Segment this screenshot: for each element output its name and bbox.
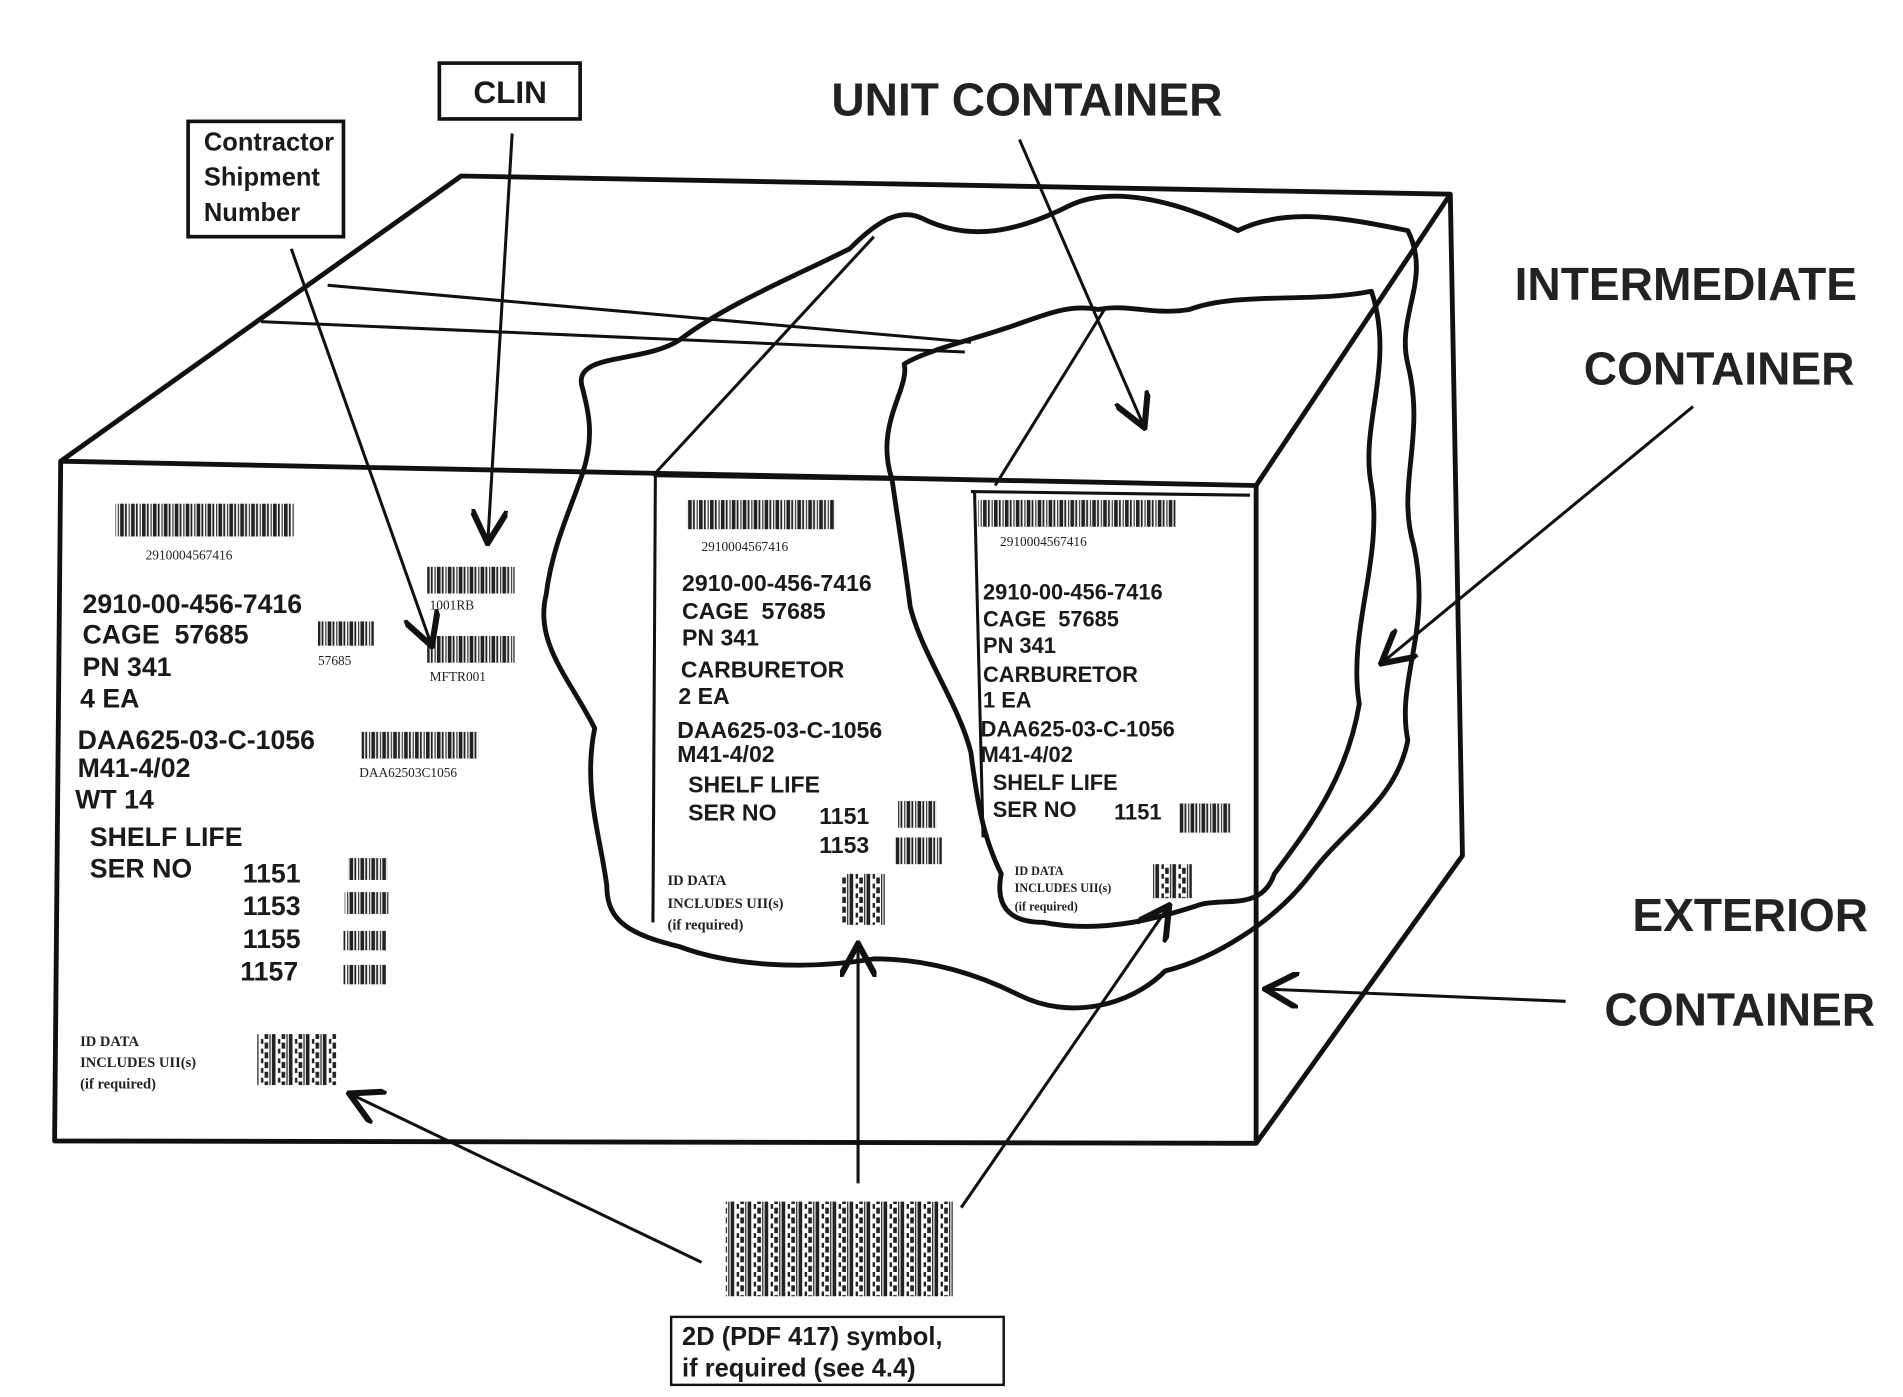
serial-number-label: SER NO <box>993 797 1077 822</box>
nsn: 2910-00-456-7416 <box>983 580 1163 605</box>
unit-container-left-edge <box>973 491 985 838</box>
pdf417-symbol <box>841 873 885 925</box>
part-number: PN 341 <box>983 633 1056 658</box>
item-name: CARBURETOR <box>681 656 845 682</box>
serial: 1151 <box>1114 799 1161 824</box>
exterior-container-callout: EXTERIOR CONTAINER <box>1268 889 1875 1036</box>
serial-barcode <box>898 801 937 828</box>
unit-container-outline <box>884 288 1383 929</box>
quantity: 2 EA <box>678 683 730 709</box>
quantity: 1 EA <box>983 688 1032 713</box>
serial: 1151 <box>819 803 869 829</box>
id-data: (if required) <box>668 918 744 934</box>
shipment-barcode <box>427 635 515 663</box>
serial-barcode <box>344 892 389 914</box>
pdf417-symbol <box>1152 864 1192 899</box>
callout-text: Number <box>204 199 300 227</box>
cage: CAGE 57685 <box>682 598 826 624</box>
date: M41-4/02 <box>677 741 774 767</box>
intermediate-container-label: CONTAINER <box>1584 343 1855 395</box>
serial-barcode <box>348 858 388 880</box>
pdf417-callout: 2D (PDF 417) symbol, if required (see 4.… <box>352 908 1168 1387</box>
nsn: 2910-00-456-7416 <box>682 570 872 596</box>
exterior-container-label: CONTAINER <box>1604 984 1875 1036</box>
serial: 1153 <box>819 832 869 858</box>
item-name: CARBURETOR <box>983 662 1138 687</box>
shelf-life: SHELF LIFE <box>993 770 1118 795</box>
cage: CAGE 57685 <box>83 619 249 649</box>
cage-barcode <box>317 621 374 646</box>
exterior-container-label: EXTERIOR <box>1632 889 1868 941</box>
id-data: ID DATA <box>1015 864 1064 878</box>
clin-label: CLIN <box>473 74 547 110</box>
serial: 1157 <box>240 957 298 987</box>
unit-container-top-edge <box>970 490 1251 497</box>
shelf-life: SHELF LIFE <box>688 772 820 798</box>
serial: 1153 <box>243 891 301 921</box>
serial-barcode <box>895 837 942 865</box>
callout-text: Shipment <box>204 164 321 192</box>
intermediate-container-callout: INTERMEDIATE CONTAINER <box>1384 258 1857 662</box>
nsn-barcode <box>115 503 295 537</box>
exterior-label: 2910004567416 2910-00-456-7416 CAGE 5768… <box>75 503 515 1093</box>
serial: 1151 <box>243 858 301 888</box>
serial-barcode <box>343 964 386 985</box>
intermediate-container-label: INTERMEDIATE <box>1515 258 1857 310</box>
callout-text: Contractor <box>204 129 334 157</box>
contract-number: DAA625-03-C-1056 <box>677 717 882 743</box>
shelf-life: SHELF LIFE <box>90 822 243 852</box>
callout-text: 2D (PDF 417) symbol, <box>682 1323 942 1351</box>
serial-number-label: SER NO <box>90 854 192 884</box>
date: M41-4/02 <box>78 753 191 783</box>
contract-barcode <box>361 731 479 759</box>
serial-barcode <box>1179 803 1231 833</box>
clin-callout: CLIN <box>437 61 582 540</box>
barcode-text: 2910004567416 <box>146 548 233 563</box>
barcode-text: 2910004567416 <box>1000 534 1087 549</box>
pdf417-symbol <box>257 1034 337 1086</box>
unit-container-label: UNIT CONTAINER <box>831 73 1222 125</box>
id-data: ID DATA <box>80 1034 139 1050</box>
intermediate-container-outline <box>541 193 1422 1011</box>
id-data: (if required) <box>80 1077 156 1093</box>
serial-number-label: SER NO <box>688 799 776 825</box>
id-data: INCLUDES UII(s) <box>1015 881 1112 895</box>
id-data: INCLUDES UII(s) <box>668 896 784 912</box>
intermediate-label: 2910004567416 2910-00-456-7416 CAGE 5768… <box>668 500 942 934</box>
serial: 1155 <box>243 924 301 954</box>
unit-container-callout: UNIT CONTAINER <box>831 73 1222 425</box>
nsn-barcode <box>978 500 1177 527</box>
barcode-text: 57685 <box>318 653 352 668</box>
unit-container-corner-edge <box>993 308 1106 487</box>
nsn: 2910-00-456-7416 <box>83 589 303 619</box>
serial-barcode <box>343 930 386 951</box>
barcode-text: MFTR001 <box>430 669 486 684</box>
part-number: PN 341 <box>83 652 172 682</box>
contract-number: DAA625-03-C-1056 <box>78 725 315 755</box>
callout-text: if required (see 4.4) <box>682 1354 916 1382</box>
contract-number: DAA625-03-C-1056 <box>981 717 1175 742</box>
barcode-text: 2910004567416 <box>701 539 788 554</box>
date: M41-4/02 <box>981 742 1073 767</box>
intermediate-container-panel <box>651 235 893 923</box>
pdf417-sample-symbol <box>725 1201 953 1297</box>
weight: WT 14 <box>75 784 154 814</box>
id-data: INCLUDES UII(s) <box>80 1055 196 1071</box>
clin-barcode <box>427 566 515 594</box>
part-number: PN 341 <box>682 625 759 651</box>
id-data: ID DATA <box>668 873 727 889</box>
id-data: (if required) <box>1015 899 1078 913</box>
quantity: 4 EA <box>80 684 139 714</box>
cage: CAGE 57685 <box>983 606 1119 631</box>
barcode-text: 1001RB <box>430 597 475 612</box>
unit-label: 2910004567416 2910-00-456-7416 CAGE 5768… <box>978 500 1231 913</box>
contractor-shipment-number-callout: Contractor Shipment Number <box>186 119 431 643</box>
nsn-barcode <box>686 500 835 530</box>
barcode-text: DAA62503C1056 <box>359 765 457 780</box>
